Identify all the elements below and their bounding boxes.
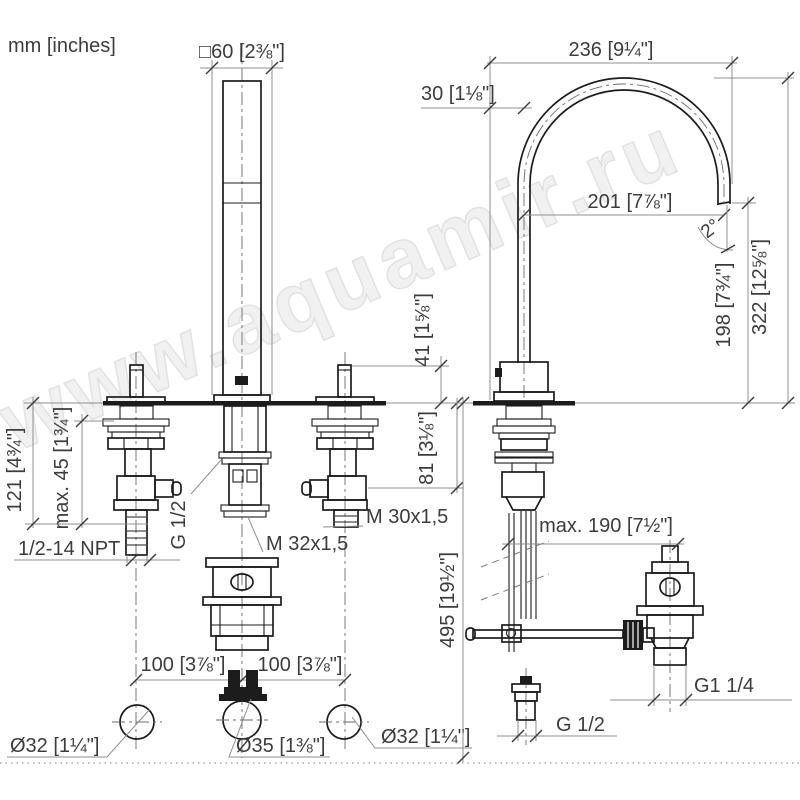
front-view: 100 [3⅞"] 100 [3⅞"] Ø32 [1¼"] Ø35 [1⅜"] … <box>4 41 472 758</box>
dim-spacing-left: 100 [3⅞"] <box>141 654 226 676</box>
drain-linkage <box>465 620 655 650</box>
side-under-deck <box>480 405 556 652</box>
drain-fitting <box>219 670 267 701</box>
left-valve-body <box>102 405 182 556</box>
dim-hole-left: Ø32 [1¼"] <box>10 735 99 757</box>
right-valve-body <box>301 405 379 528</box>
dim-spout-width: □60 [2⅜"] <box>199 41 285 63</box>
thread-spout-shank: G 1/2 <box>168 501 190 550</box>
deck-line <box>103 401 386 406</box>
dim-outlet-height: 41 [1⅝"] <box>412 293 434 367</box>
dim-hole-center: Ø35 [1⅜"] <box>236 735 325 757</box>
gooseneck-spout <box>493 77 731 402</box>
spout-shank-and-drain <box>202 405 282 651</box>
dim-hose-length: 495 [19½"] <box>437 552 459 648</box>
thread-drain-body: M 32x1,5 <box>266 533 348 555</box>
side-view: 236 [9¼"] 30 [1⅛"] 322 [12⅝"] 198 [7¾"] … <box>421 39 795 765</box>
dim-height-total: 322 [12⅝"] <box>749 239 771 335</box>
units-label: mm [inches] <box>8 35 116 57</box>
thread-valve: M 30x1,5 <box>366 506 448 528</box>
supply-fitting-bottom <box>511 668 541 745</box>
thread-drain-outlet: G1 1/4 <box>694 675 754 697</box>
dim-install-depth: 121 [4¾"] <box>4 428 26 513</box>
popup-waste-side <box>636 540 704 712</box>
thread-supply-bottom: G 1/2 <box>556 714 605 736</box>
dim-max-deck-thickness: max. 45 [1¾"] <box>51 407 73 530</box>
spout-column <box>211 60 273 404</box>
dim-hole-right: Ø32 [1¼"] <box>381 726 470 748</box>
leader-hole-center <box>228 698 330 758</box>
deck-line-side <box>473 401 575 406</box>
dim-spacing-right: 100 [3⅞"] <box>258 654 343 676</box>
dim-projection: 201 [7⅞"] <box>588 191 673 213</box>
base-set-screw <box>495 368 502 377</box>
dim-drain-rod-reach: max. 190 [7½"] <box>539 515 673 537</box>
leader-hole-left <box>7 708 151 758</box>
thread-supply-npt: 1/2-14 NPT <box>18 538 120 560</box>
watermark-text: www.aquamir.ru <box>0 97 695 469</box>
dim-reach-total: 236 [9¼"] <box>569 39 654 61</box>
dim-outlet-height-side: 198 [7¾"] <box>713 263 735 348</box>
dim-below-deck-depth: 81 [3⅛"] <box>416 411 438 485</box>
leader-hole-right <box>351 716 472 749</box>
aerator-outlet <box>235 376 248 385</box>
dim-back-offset: 30 [1⅛"] <box>421 83 495 105</box>
